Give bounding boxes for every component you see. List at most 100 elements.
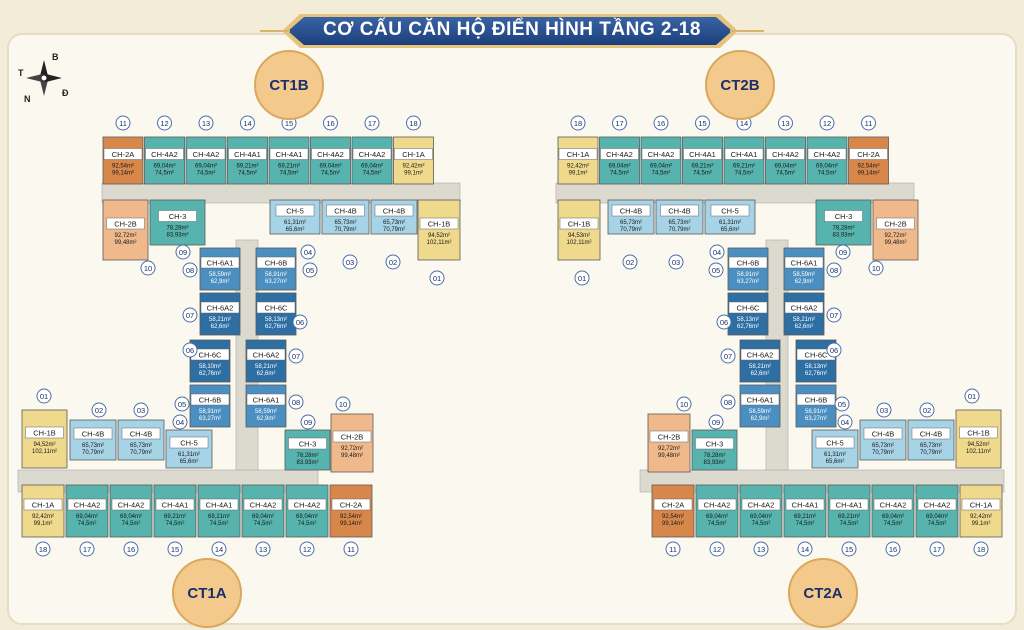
unit-name-box xyxy=(121,427,161,440)
unit-name-box xyxy=(695,437,734,450)
unit-area-1: 58,91m² xyxy=(265,272,287,278)
unit-name: CH-1B xyxy=(33,429,56,438)
unit-area-1: 58,59m² xyxy=(749,409,771,415)
unit-name: CH-4B xyxy=(82,430,105,439)
unit-number: 13 xyxy=(259,545,267,554)
unit-number: 06 xyxy=(296,318,304,327)
unit-number-marker: 02 xyxy=(385,254,401,270)
unit-block xyxy=(69,419,117,461)
unit-area-1: 58,21m² xyxy=(209,317,231,323)
unit-number: 14 xyxy=(243,119,251,128)
unit-number: 10 xyxy=(144,264,152,273)
compass-icon xyxy=(26,60,62,96)
unit-number-marker: 07 xyxy=(182,307,198,323)
unit-number-marker: 09 xyxy=(175,244,191,260)
unit-area-2: 99,14m² xyxy=(662,521,684,527)
unit-area-2: 62,76m² xyxy=(265,324,287,330)
unit-name: CH-4A2 xyxy=(704,501,731,510)
unit-number: 16 xyxy=(127,545,135,554)
unit-area-2: 70,79m² xyxy=(668,227,690,233)
unit-block xyxy=(199,292,241,336)
unit-number-marker: 18 xyxy=(973,541,989,557)
unit-number-marker: 13 xyxy=(255,541,271,557)
unit-number: 03 xyxy=(137,406,145,415)
unit-area-2: 70,79m² xyxy=(383,227,405,233)
unit-name: CH-6B xyxy=(805,396,828,405)
unit-name: CH-4A1 xyxy=(276,150,303,159)
unit-number: 02 xyxy=(389,258,397,267)
unit-block xyxy=(640,136,682,185)
unit-name-box xyxy=(740,348,780,361)
unit-area-1: 61,31m² xyxy=(719,220,741,226)
unit-block xyxy=(723,136,765,185)
unit-area-1: 61,31m² xyxy=(178,452,200,458)
unit-number: 04 xyxy=(841,418,849,427)
unit-area-1: 69,21m² xyxy=(733,164,755,170)
unit-number: 09 xyxy=(179,248,187,257)
unit-area-1: 69,04m² xyxy=(706,514,728,520)
unit-block xyxy=(682,136,723,185)
unit-area-2: 62,6m² xyxy=(211,324,230,330)
unit-block xyxy=(153,484,197,538)
unit-block xyxy=(815,199,872,246)
unit-number-marker: 11 xyxy=(861,115,876,131)
unit-area-2: 99,14m² xyxy=(112,171,134,177)
unit-area-2: 62,9m² xyxy=(751,416,770,422)
unit-number: 04 xyxy=(713,248,721,257)
unit-number-marker: 12 xyxy=(157,115,172,131)
unit-name-box xyxy=(766,148,805,160)
unit-area-2: 62,6m² xyxy=(751,371,770,377)
unit-number: 13 xyxy=(202,119,210,128)
unit-name-box xyxy=(649,430,689,443)
unit-number-marker: 18 xyxy=(570,115,586,131)
unit-area-1: 92,42m² xyxy=(567,164,589,170)
unit-name: CH-4A1 xyxy=(689,150,716,159)
unit-name: CH-6B xyxy=(265,259,288,268)
unit-name-box xyxy=(740,393,780,406)
unit-block xyxy=(351,136,393,185)
unit-number: 07 xyxy=(724,352,732,361)
unit-name-box xyxy=(25,426,64,439)
unit-area-2: 74,5m² xyxy=(708,521,727,527)
unit-number-marker: 10 xyxy=(140,260,156,276)
unit-name: CH-3 xyxy=(706,440,724,449)
unit-block xyxy=(557,136,599,185)
unit-block xyxy=(647,413,691,473)
unit-area-2: 74,5m² xyxy=(280,171,299,177)
unit-number-marker: 04 xyxy=(172,414,188,430)
unit-number: 18 xyxy=(409,119,417,128)
compass-n: N xyxy=(24,94,31,104)
unit-number: 11 xyxy=(347,545,355,554)
unit-number: 13 xyxy=(781,119,789,128)
unit-number-marker: 09 xyxy=(300,414,316,430)
unit-name-box xyxy=(785,498,825,511)
unit-number-marker: 03 xyxy=(342,254,358,270)
unit-name-box xyxy=(256,301,296,314)
unit-number: 15 xyxy=(698,119,706,128)
unit-area-1: 92,72m² xyxy=(884,233,906,239)
unit-area-1: 61,31m² xyxy=(824,452,846,458)
unit-name: CH-6A1 xyxy=(791,259,818,268)
unit-block xyxy=(783,292,825,336)
unit-block xyxy=(651,484,695,538)
unit-area-2: 63,27m² xyxy=(737,279,759,285)
unit-number-marker: 05 xyxy=(302,262,318,278)
unit-number-marker: 11 xyxy=(343,541,359,557)
unit-name: CH-6C xyxy=(805,351,829,360)
unit-area-2: 70,79m² xyxy=(334,227,356,233)
unit-block xyxy=(393,136,434,185)
unit-number: 17 xyxy=(933,545,941,554)
unit-number-marker: 06 xyxy=(292,314,308,330)
compass-t: T xyxy=(18,68,24,78)
unit-area-2: 70,79m² xyxy=(82,450,104,456)
